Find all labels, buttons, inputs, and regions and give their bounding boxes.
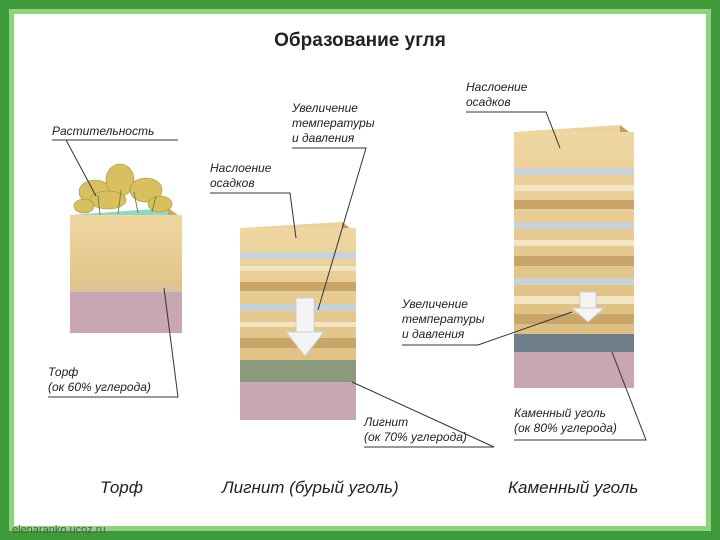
- label-pressure-1: Увеличение температуры и давления: [292, 101, 375, 146]
- label-vegetation: Растительность: [52, 124, 154, 139]
- caption-coal: Каменный уголь: [508, 478, 638, 498]
- label-peat: Торф (ок 60% углерода): [48, 365, 151, 395]
- coal-seam: [514, 334, 634, 352]
- watermark: elenaranko.ucoz.ru: [12, 524, 106, 536]
- vegetation: [74, 164, 172, 213]
- label-sediment-1: Наслоение осадков: [210, 161, 271, 191]
- label-coal: Каменный уголь (ок 80% углерода): [514, 406, 617, 436]
- lignite-block: [240, 222, 356, 420]
- peat-block: [70, 164, 182, 333]
- caption-lignite: Лигнит (бурый уголь): [222, 478, 399, 498]
- lignite-seam: [240, 360, 356, 382]
- coal-strata: [514, 168, 634, 388]
- label-lignite: Лигнит (ок 70% углерода): [364, 415, 467, 445]
- caption-peat: Торф: [100, 478, 143, 498]
- coal-block: [514, 125, 634, 388]
- label-sediment-2: Наслоение осадков: [466, 80, 527, 110]
- label-pressure-2: Увеличение температуры и давления: [402, 297, 485, 342]
